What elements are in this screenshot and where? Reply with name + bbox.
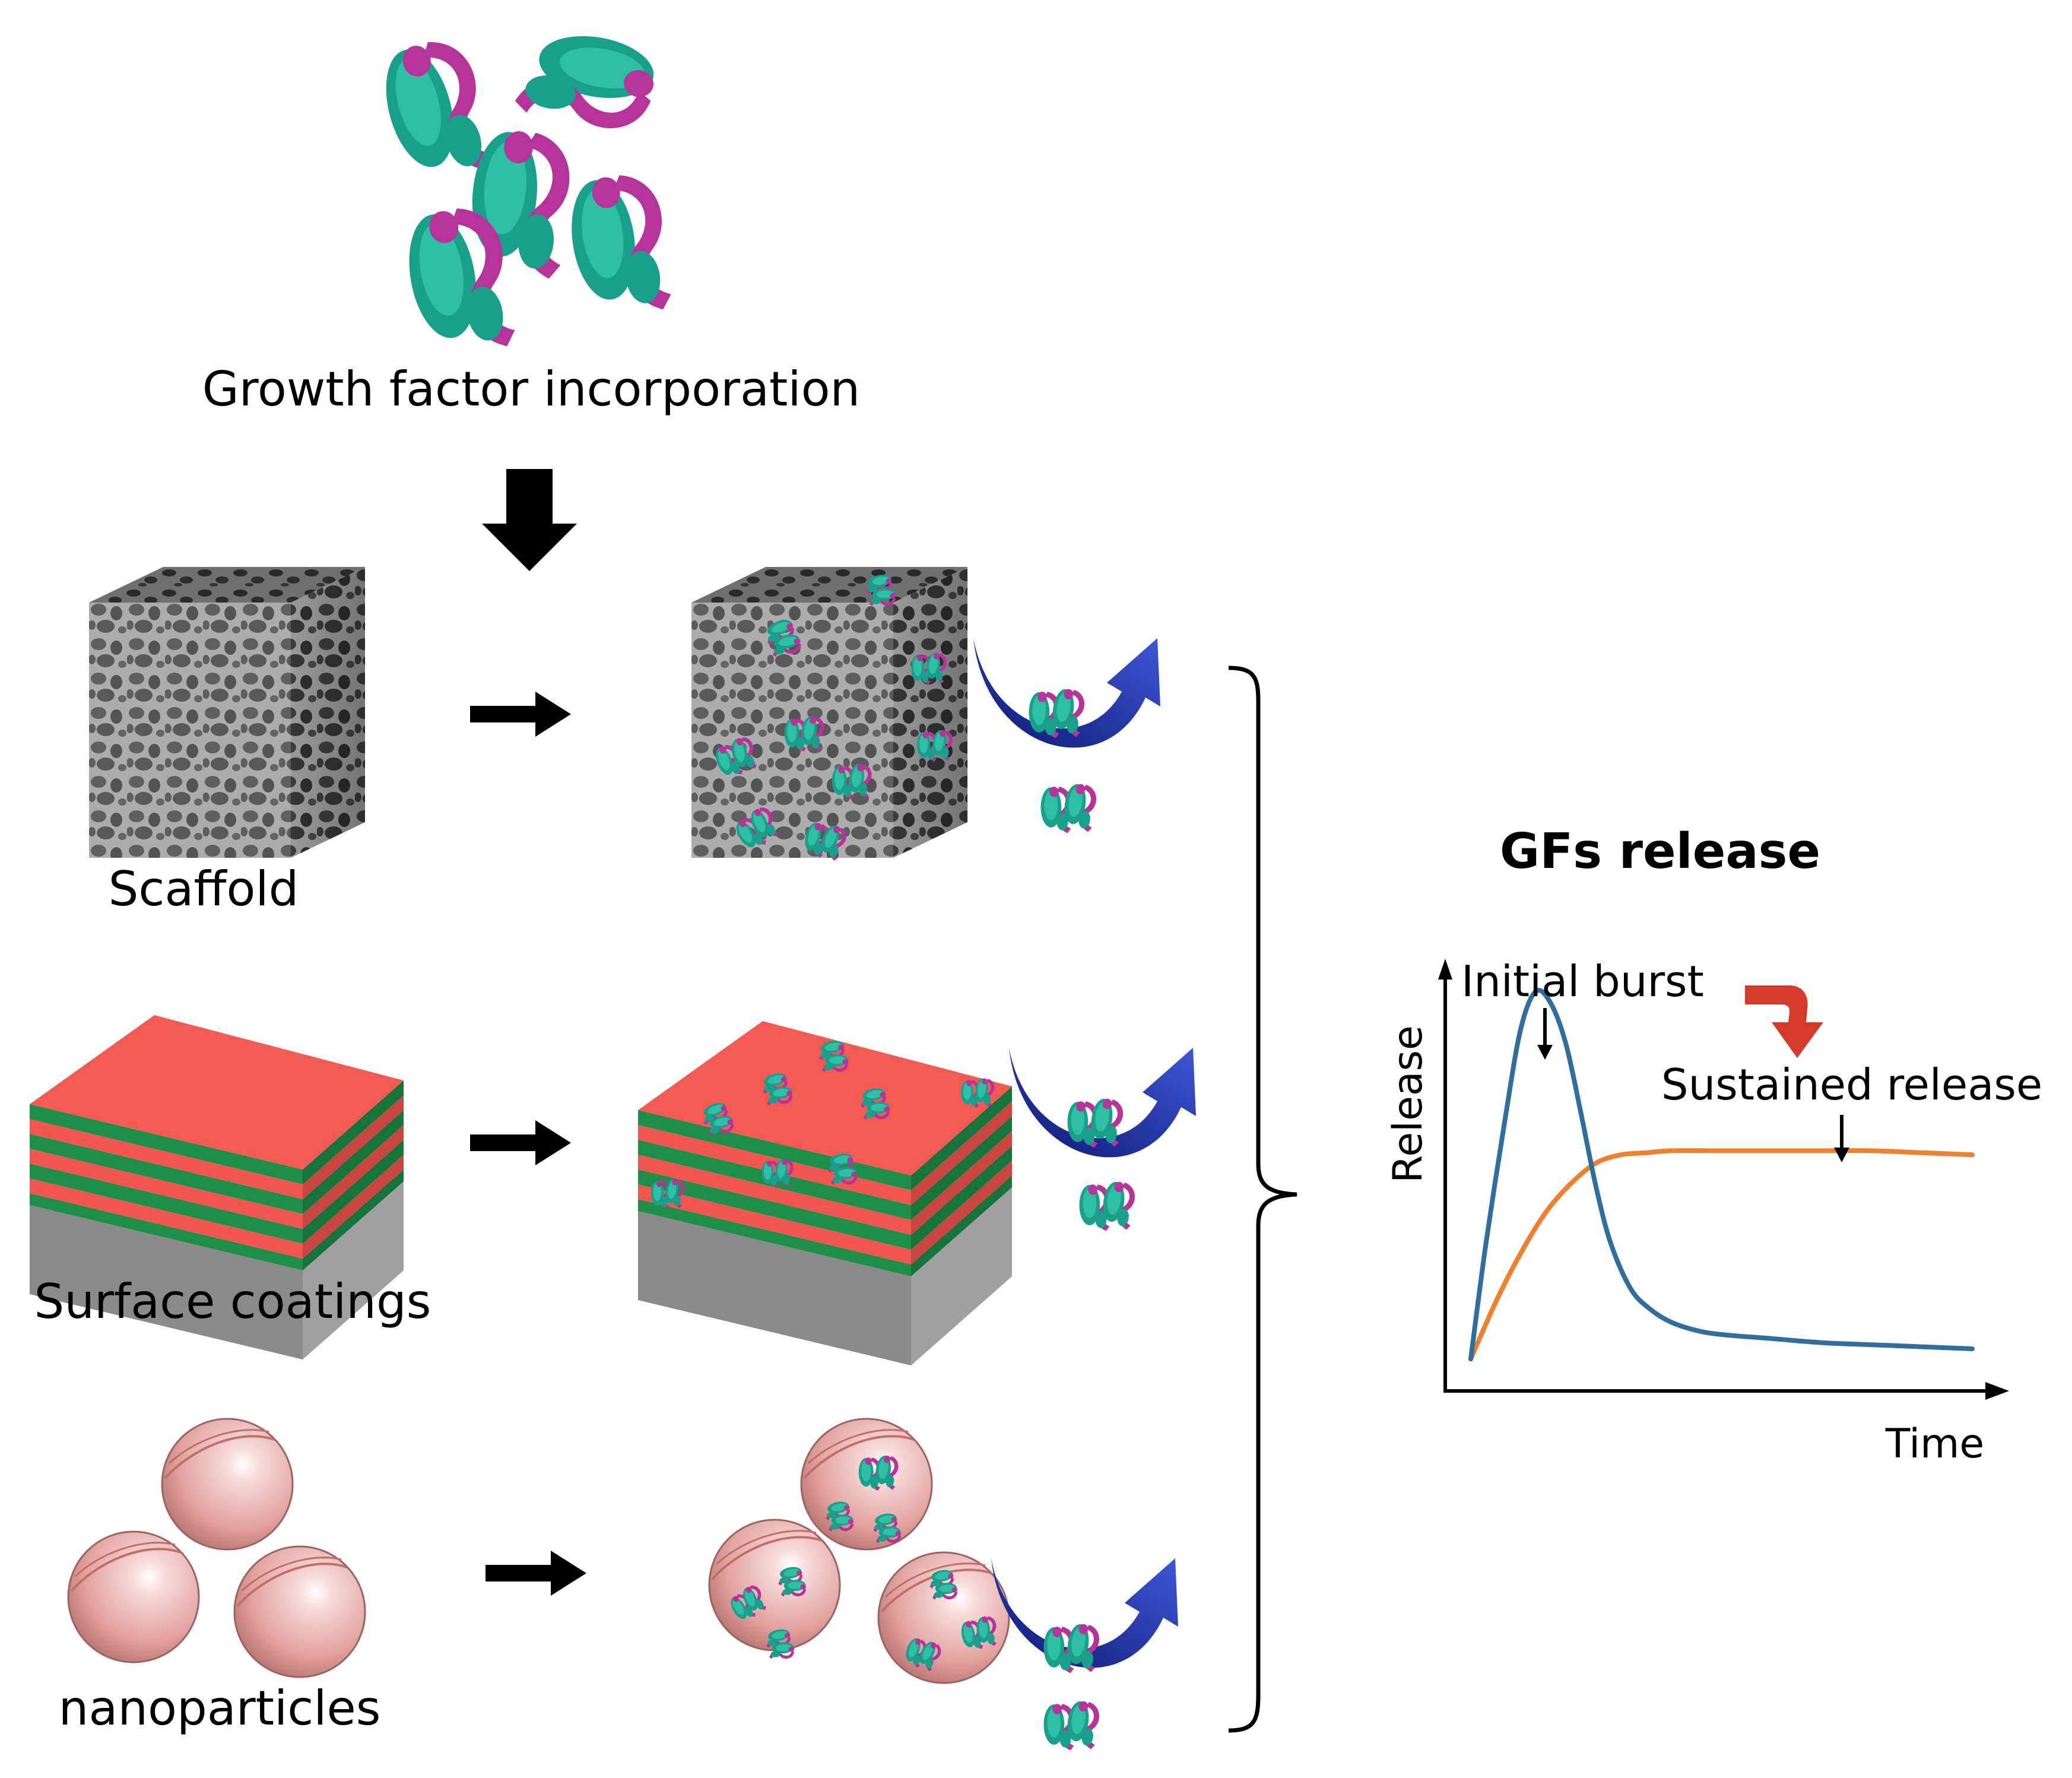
top-label: Growth factor incorporation <box>202 362 860 417</box>
sphere-icon <box>67 1530 200 1663</box>
y-axis-label: Release <box>1385 1025 1432 1183</box>
sphere-icon <box>233 1545 366 1678</box>
release-panel-title: GFs release <box>1500 823 1820 880</box>
released-growth-factor <box>1043 1700 1101 1751</box>
arrow-right-icon <box>470 692 571 737</box>
curved-red-arrow-icon <box>1745 985 1823 1058</box>
protein-dimer-icon <box>513 24 660 135</box>
coated-substrate-loaded <box>638 1021 1012 1365</box>
protein-dimer-icon <box>564 170 675 321</box>
arrow-down-icon <box>1537 1008 1553 1060</box>
scaffold-cube-loaded <box>691 567 967 863</box>
growth-factor-cluster <box>374 24 675 361</box>
arrow-right-icon <box>486 1551 586 1596</box>
scaffold-cube <box>89 567 365 858</box>
annotation-sustained-release: Sustained release <box>1661 1060 2042 1110</box>
nanoparticle-cluster-loaded <box>708 1418 1010 1684</box>
series-initial-burst <box>1468 988 1975 1362</box>
row-label-scaffold: Scaffold <box>109 861 299 917</box>
x-axis-label: Time <box>1885 1421 1984 1468</box>
sphere-icon <box>161 1418 294 1551</box>
row-label-surface-coatings: Surface coatings <box>34 1274 431 1329</box>
arrow-right-icon <box>470 1120 571 1165</box>
series-sustained-release <box>1468 1148 1975 1362</box>
nanoparticle-cluster <box>67 1418 366 1678</box>
release-chart: Release Time Initial burst Sustained rel… <box>1385 956 2042 1468</box>
arrow-down-icon <box>482 469 577 571</box>
x-axis-arrowhead <box>1985 1382 2009 1400</box>
arrow-down-icon <box>1834 1115 1849 1162</box>
grouping-brace <box>1228 665 1297 1733</box>
released-growth-factor <box>1079 1180 1137 1231</box>
y-axis-arrowhead <box>1438 959 1452 980</box>
protein-dimer-icon <box>465 128 573 280</box>
row-label-nanoparticles: nanoparticles <box>59 1681 381 1736</box>
released-growth-factor <box>1040 782 1098 833</box>
annotation-initial-burst: Initial burst <box>1461 956 1704 1006</box>
